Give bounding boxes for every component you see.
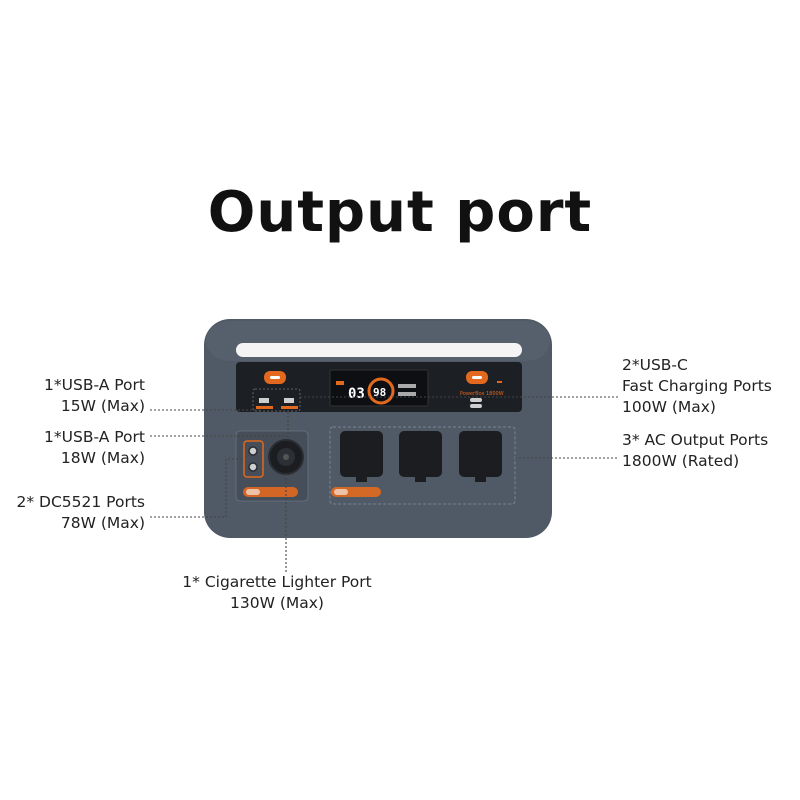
usb-a-group-outline — [252, 388, 301, 412]
callout-ac-outputs: 3* AC Output Ports 1800W (Rated) — [622, 431, 769, 470]
leader-usb-a-18 — [150, 412, 289, 437]
dc5521-port-1 — [248, 446, 258, 456]
ac-socket-3 — [459, 431, 502, 477]
lcd-battery-ring — [367, 377, 395, 405]
callout-usb-a-15w: 1*USB-A Port 15W (Max) — [44, 376, 145, 415]
callout-cigarette-lighter: 1* Cigarette Lighter Port 130W (Max) — [182, 573, 372, 612]
usb-c-port-1 — [470, 398, 482, 402]
lcd-display — [329, 369, 429, 407]
lcd-left-value: 03 — [348, 386, 365, 402]
callout-usb-c: 2*USB-C Fast Charging Ports 100W (Max) — [622, 356, 772, 416]
lcd-center-value: 98 — [373, 386, 386, 399]
dc5521-outline — [243, 440, 264, 478]
leader-dc5521 — [150, 458, 244, 518]
brand-label: PowerBox 1800W — [460, 391, 504, 397]
ac-socket-1 — [340, 431, 383, 477]
usb-a-port-2 — [284, 398, 294, 403]
callout-dc5521: 2* DC5521 Ports 78W (Max) — [16, 493, 145, 532]
callout-usb-a-18w: 1*USB-A Port 18W (Max) — [44, 428, 145, 467]
light-bar — [236, 343, 522, 357]
ac-socket-2 — [399, 431, 442, 477]
dc5521-port-2 — [248, 462, 258, 472]
leader-lines — [150, 396, 618, 572]
usb-c-port-2 — [470, 404, 482, 408]
page-title: Output port — [207, 180, 593, 245]
usb-a-port-1 — [259, 398, 269, 403]
